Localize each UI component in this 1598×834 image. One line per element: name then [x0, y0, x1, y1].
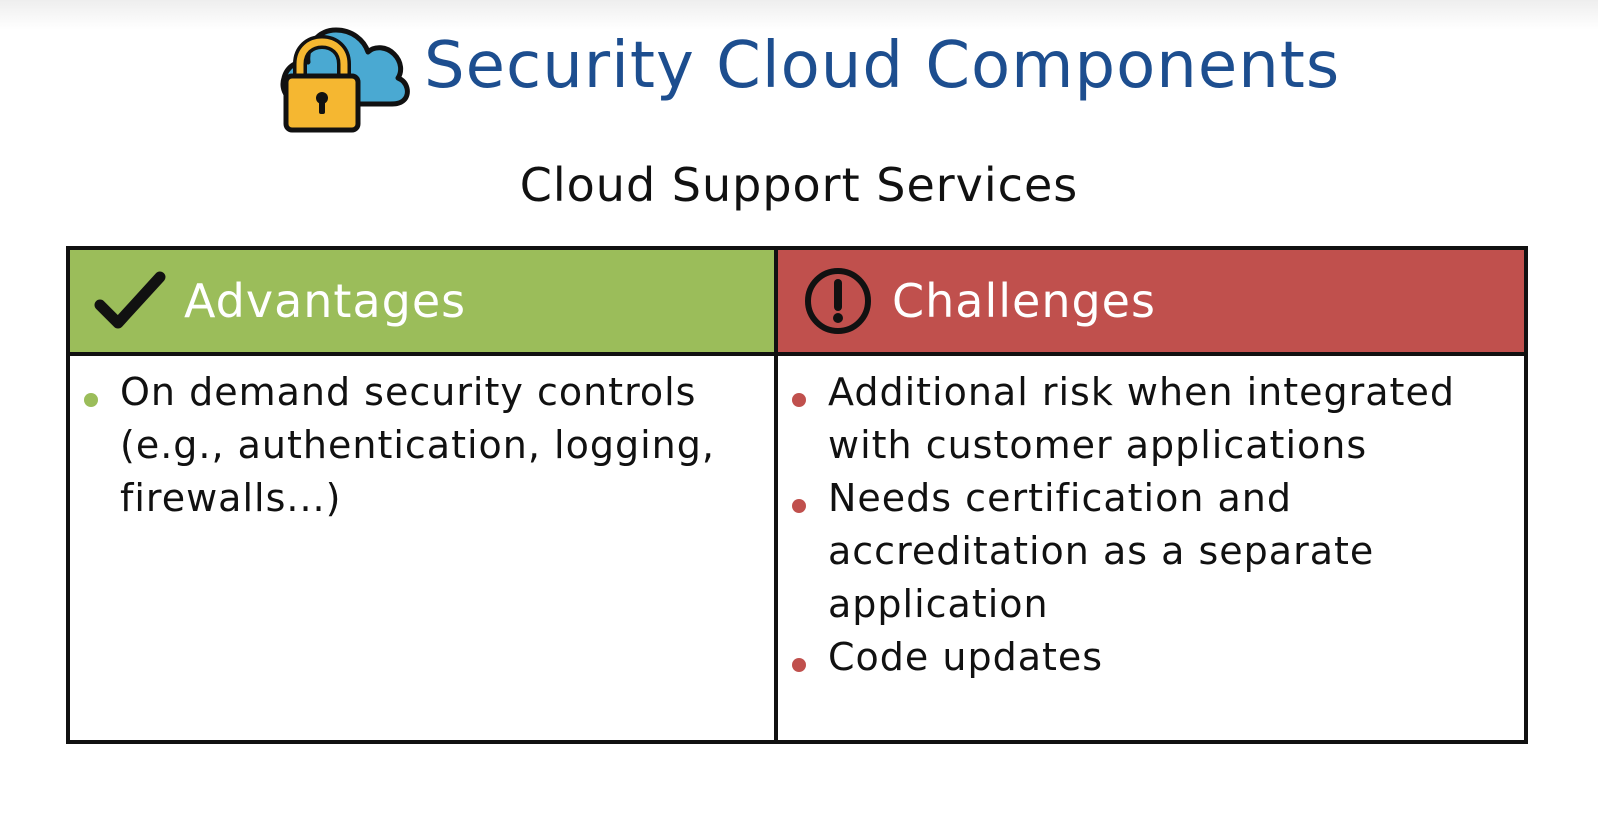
challenge-text: Code updates — [828, 635, 1104, 679]
advantages-label: Advantages — [184, 274, 467, 328]
challenges-header: Challenges — [778, 250, 1524, 356]
checkmark-icon — [94, 271, 166, 329]
exclamation-circle-icon — [805, 268, 871, 334]
slide-title: Security Cloud Components — [424, 29, 1341, 103]
bullet-icon — [792, 499, 806, 513]
advantage-text: On demand security controls (e.g., authe… — [120, 370, 715, 520]
comparison-table: Advantages On demand security controls (… — [66, 246, 1528, 744]
list-item: Code updates — [778, 631, 1504, 684]
top-fade — [0, 0, 1598, 30]
bullet-icon — [792, 658, 806, 672]
advantages-list: On demand security controls (e.g., authe… — [70, 356, 774, 525]
challenges-list: Additional risk when integrated with cus… — [778, 356, 1524, 684]
slide-subtitle: Cloud Support Services — [519, 158, 1079, 212]
bullet-icon — [792, 393, 806, 407]
challenge-text: Needs certification and accreditation as… — [828, 476, 1375, 626]
list-item: Needs certification and accreditation as… — [778, 472, 1504, 631]
list-item: On demand security controls (e.g., authe… — [70, 366, 754, 525]
cloud-lock-icon — [280, 27, 410, 133]
slide-header: Security Cloud Components — [0, 10, 1598, 140]
list-item: Additional risk when integrated with cus… — [778, 366, 1504, 472]
challenges-column: Challenges Additional risk when integrat… — [778, 250, 1524, 740]
challenge-text: Additional risk when integrated with cus… — [828, 370, 1455, 467]
bullet-icon — [84, 393, 98, 407]
advantages-header: Advantages — [70, 250, 774, 356]
advantages-column: Advantages On demand security controls (… — [70, 250, 778, 740]
challenges-label: Challenges — [892, 274, 1156, 328]
